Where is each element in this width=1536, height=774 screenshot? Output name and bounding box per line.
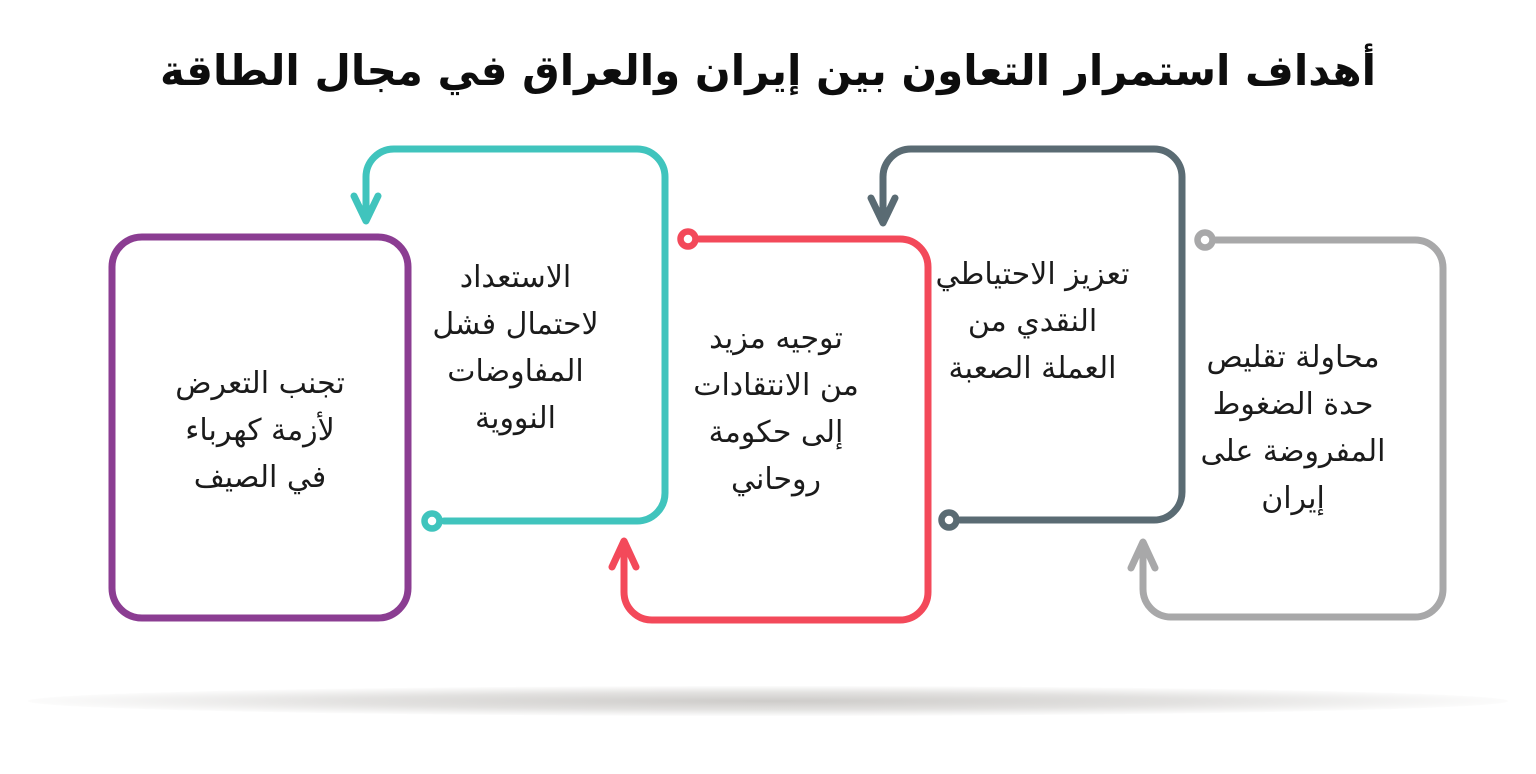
goal-shape-reduce-pressure-on-iran (1127, 229, 1447, 621)
goal-shape-prepare-for-nuclear-talks-failure (350, 145, 669, 532)
goal-label-prepare-for-nuclear-talks-failure: الاستعداد لاحتمال فشل المفاوضات النووية (432, 260, 599, 436)
goal-label-avoid-summer-electricity-crisis: تجنب التعرض لأزمة كهرباء في الصيف (175, 366, 345, 495)
goal-loop-path (362, 145, 669, 525)
connector-dot-icon (421, 510, 443, 532)
connector-dot-icon (1194, 229, 1216, 251)
arrow-up-icon (608, 537, 640, 571)
goal-shape-strengthen-hard-currency-reserves (867, 145, 1186, 531)
goal-label-strengthen-hard-currency-reserves: تعزيز الاحتياطي النقدي من العملة الصعبة (935, 257, 1130, 386)
ground-shadow (28, 686, 1508, 716)
goal-loop-path (620, 235, 932, 624)
goal-loop-path (879, 145, 1186, 524)
goal-box-outline (108, 233, 412, 622)
goal-shape-more-criticism-of-rouhani-government (608, 228, 932, 624)
goal-label-reduce-pressure-on-iran: محاولة تقليص حدة الضغوط المفروضة على إير… (1200, 340, 1386, 516)
diagram-title: أهداف استمرار التعاون بين إيران والعراق … (160, 46, 1376, 95)
arrow-up-icon (1127, 538, 1159, 572)
arrow-down-icon (867, 194, 899, 227)
arrow-down-icon (350, 192, 382, 225)
goal-shape-avoid-summer-electricity-crisis (108, 233, 412, 622)
connector-dot-icon (938, 509, 960, 531)
goal-loop-path (1139, 236, 1447, 621)
connector-dot-icon (677, 228, 699, 250)
goal-label-more-criticism-of-rouhani-government: توجيه مزيد من الانتقادات إلى حكومة روحان… (693, 321, 859, 497)
